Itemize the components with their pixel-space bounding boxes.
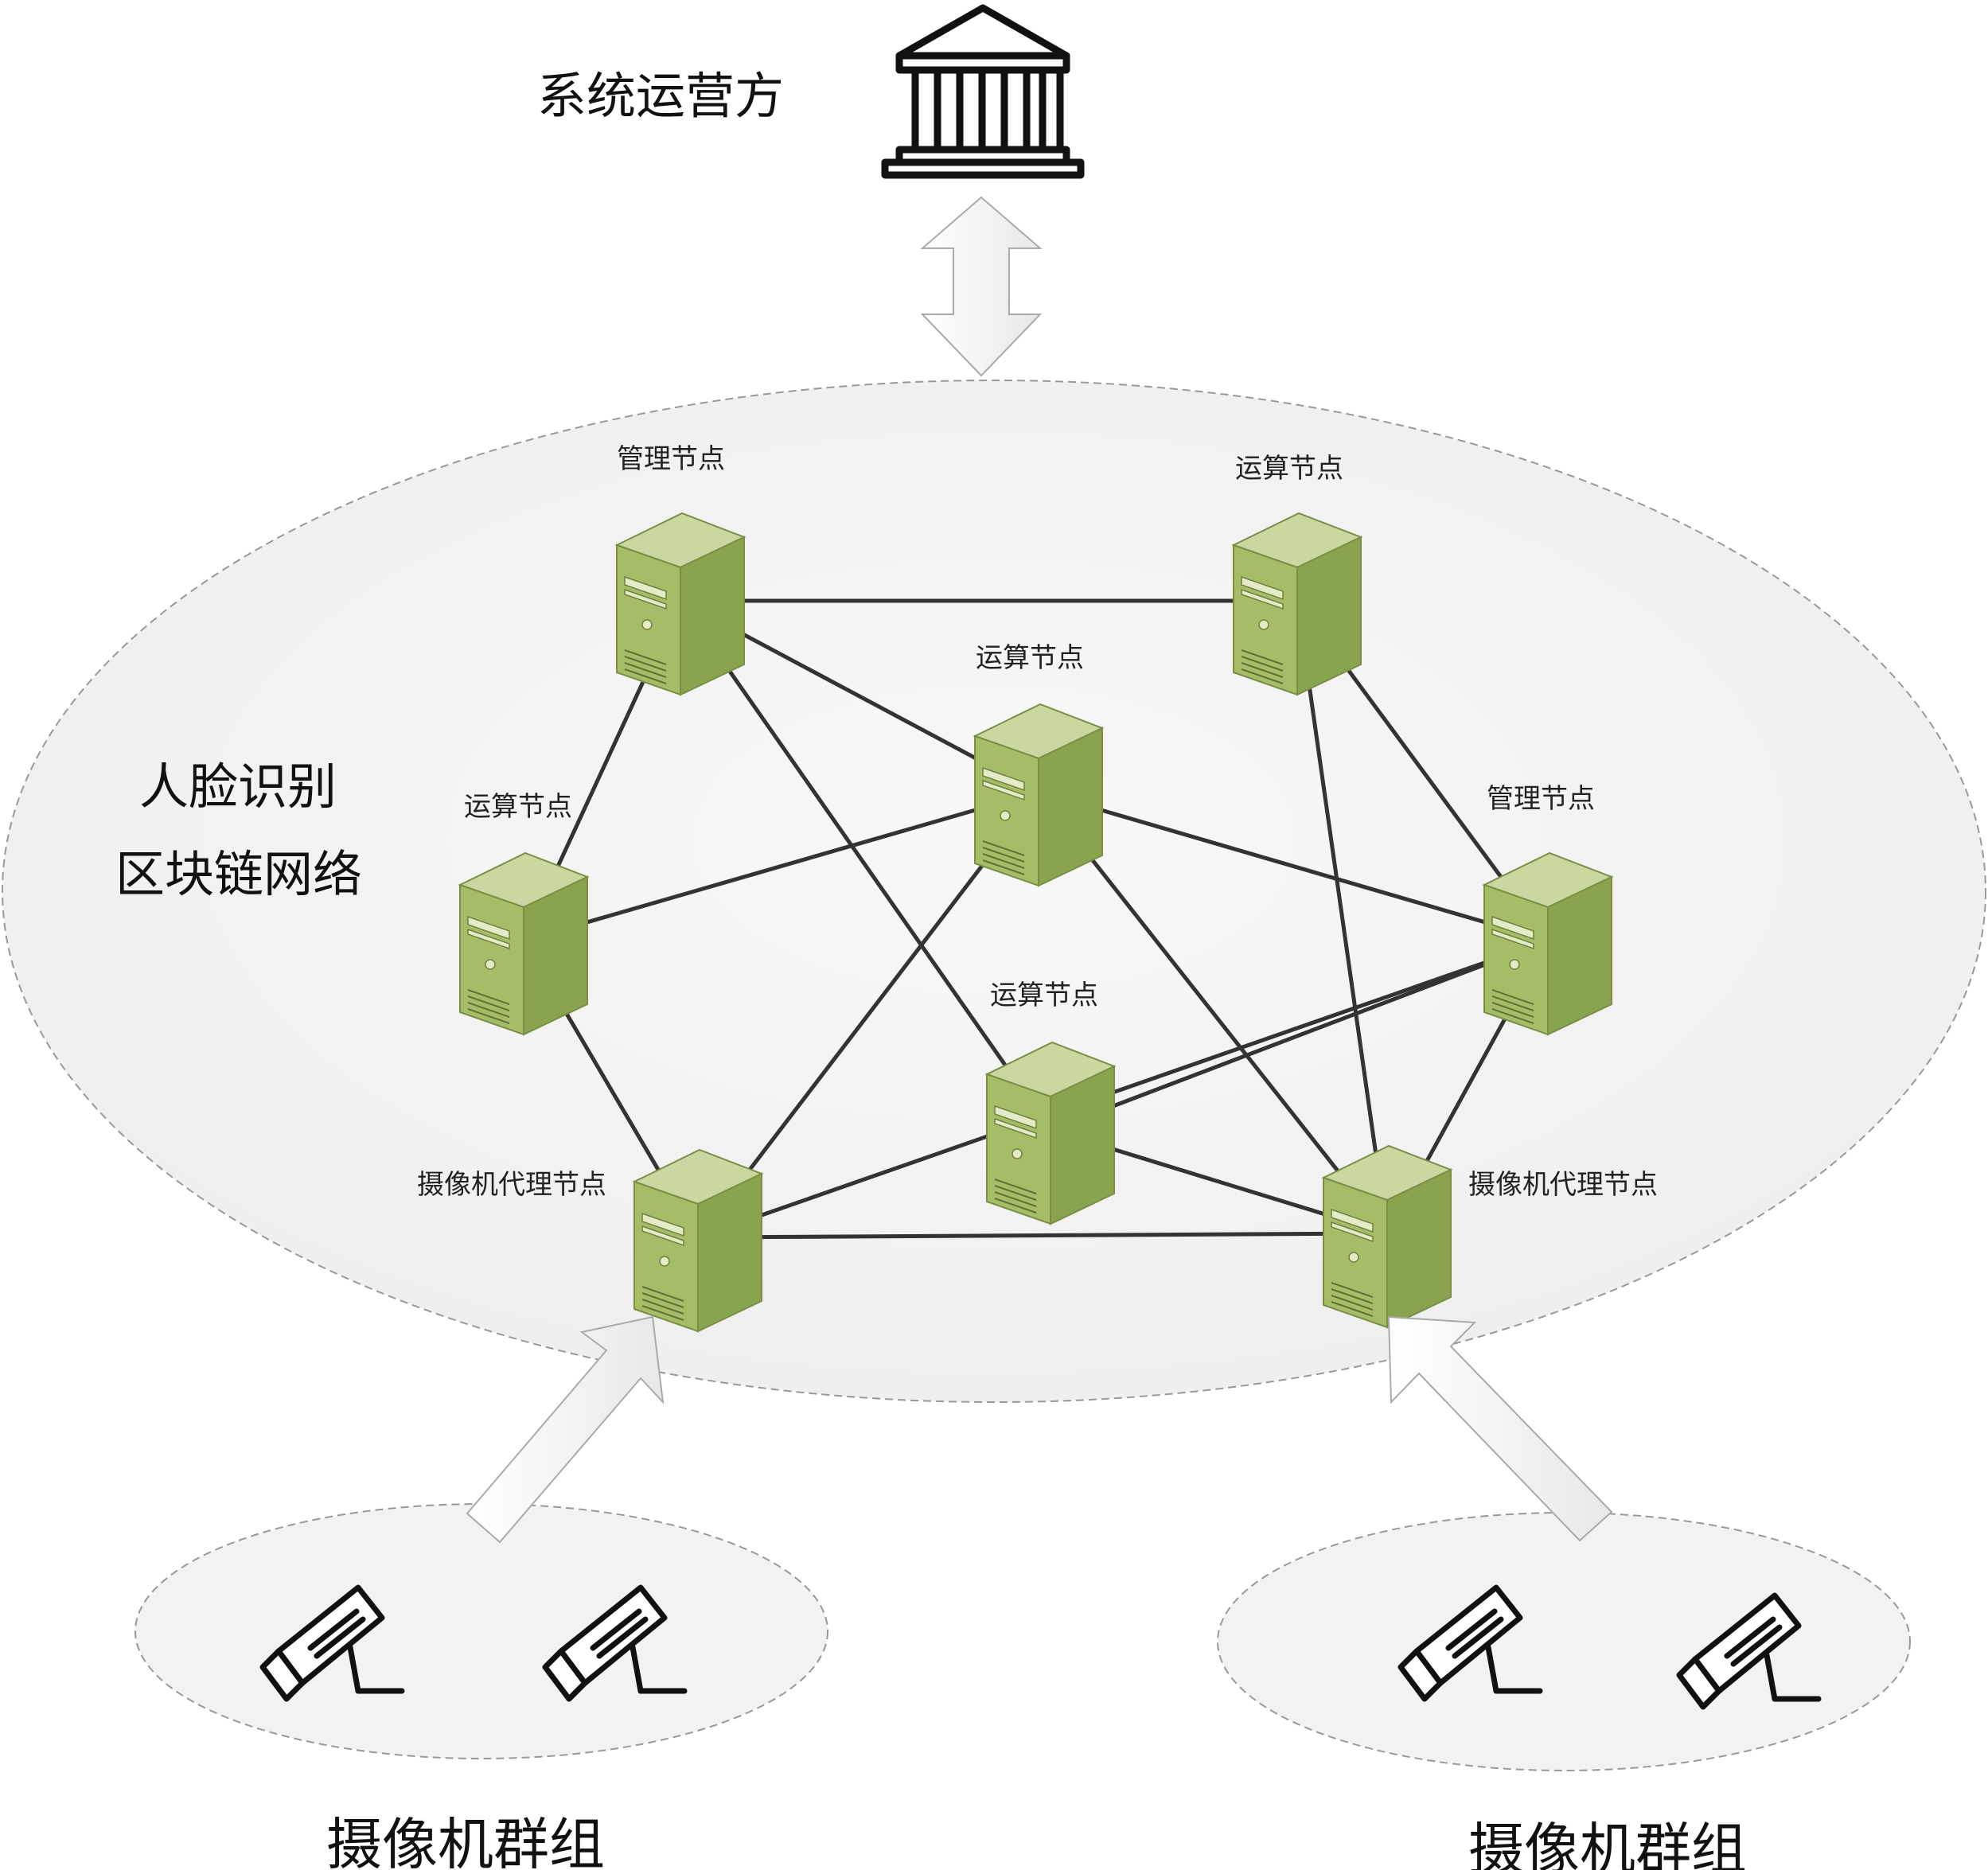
camera-upload-arrow-left xyxy=(466,1315,665,1544)
link-n6-n5 xyxy=(1050,938,1549,1132)
server-icon-n6 xyxy=(986,1042,1115,1225)
server-icon-n1 xyxy=(616,512,745,695)
server-icon-n5 xyxy=(1483,852,1612,1035)
network-label-line1: 人脸识别 xyxy=(139,758,337,816)
camera-group-boundary-left xyxy=(134,1503,828,1759)
camera-upload-arrow-right xyxy=(1387,1315,1613,1542)
link-n3-n5 xyxy=(1038,789,1549,943)
node-label-n4: 运算节点 xyxy=(464,791,572,823)
node-label-n3: 运算节点 xyxy=(976,642,1084,674)
node-label-n8: 摄像机代理节点 xyxy=(1468,1169,1658,1201)
camera-group-label-left: 摄像机群组 xyxy=(326,1812,605,1870)
operator-label: 系统运营方 xyxy=(537,67,784,125)
operator-network-double-arrow xyxy=(920,196,1043,377)
link-n1-n6 xyxy=(678,599,1053,1132)
server-icon-n2 xyxy=(1233,512,1362,695)
camera-group-label-right: 摄像机群组 xyxy=(1468,1817,1747,1870)
node-label-n7: 摄像机代理节点 xyxy=(417,1169,606,1201)
node-label-n1: 管理节点 xyxy=(617,443,725,475)
server-icon-n7 xyxy=(633,1149,762,1332)
link-n3-n8 xyxy=(1037,790,1389,1235)
server-icon-n8 xyxy=(1323,1145,1452,1328)
link-n3-n4 xyxy=(523,789,1039,943)
link-n2-n8 xyxy=(1295,600,1390,1234)
node-label-n6: 运算节点 xyxy=(990,980,1098,1011)
blockchain-network-boundary xyxy=(2,380,1986,1403)
link-n7-n8 xyxy=(697,1231,1388,1240)
camera-group-boundary-right xyxy=(1217,1512,1911,1771)
network-label-line2: 区块链网络 xyxy=(115,845,362,903)
node-label-n5: 管理节点 xyxy=(1487,783,1595,815)
server-icon-n3 xyxy=(974,703,1103,886)
link-n5-n7 xyxy=(697,938,1549,1240)
node-label-n2: 运算节点 xyxy=(1235,453,1343,485)
server-icon-n4 xyxy=(459,852,588,1035)
institution-icon xyxy=(881,4,1085,179)
